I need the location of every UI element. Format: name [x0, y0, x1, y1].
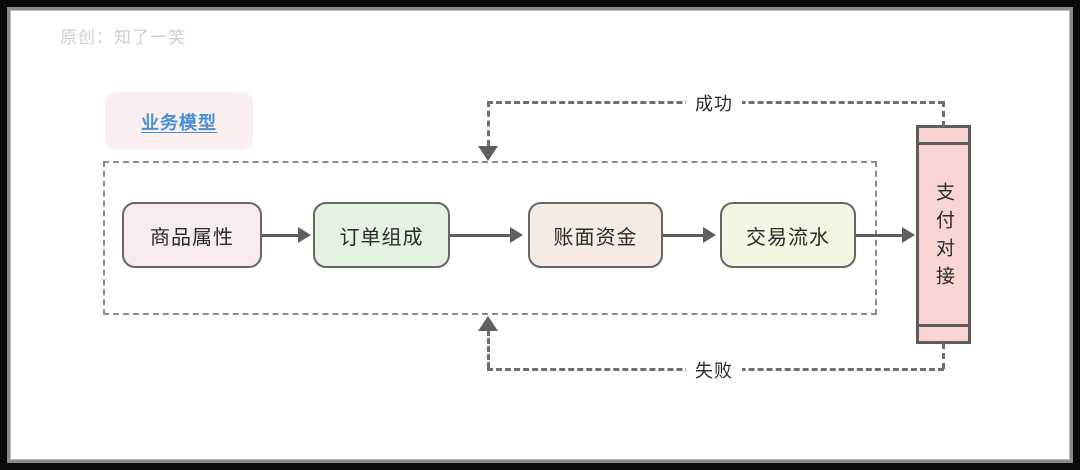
failure-path-right-segment	[942, 343, 945, 369]
payment-node-top-divider	[919, 142, 968, 145]
connector-1	[262, 234, 300, 237]
node-transaction-flow[interactable]: 交易流水	[720, 202, 856, 268]
success-edge-label: 成功	[686, 90, 742, 116]
connector-4	[856, 234, 904, 237]
node-order-composition-label: 订单组成	[339, 226, 424, 249]
node-payment-integration[interactable]: 支付对接	[916, 125, 971, 344]
failure-edge-label: 失败	[686, 357, 742, 383]
connector-2-arrowhead	[510, 227, 523, 243]
connector-3	[663, 234, 705, 237]
business-model-badge-label: 业务模型	[141, 113, 217, 133]
node-payment-integration-label: 支付对接	[933, 181, 954, 294]
node-product-attribute[interactable]: 商品属性	[122, 202, 262, 268]
success-path-right-segment	[942, 101, 945, 127]
business-model-badge[interactable]: 业务模型	[105, 92, 253, 150]
node-book-funds[interactable]: 账面资金	[528, 202, 663, 268]
connector-1-arrowhead	[298, 227, 311, 243]
failure-path-left-segment	[487, 330, 490, 368]
node-transaction-flow-label: 交易流水	[746, 226, 830, 249]
connector-3-arrowhead	[703, 227, 716, 243]
connector-4-arrowhead	[902, 227, 915, 243]
node-order-composition[interactable]: 订单组成	[313, 202, 450, 268]
payment-node-bottom-divider	[919, 324, 968, 327]
watermark-text: 原创：知了一笑	[60, 28, 186, 47]
node-product-attribute-label: 商品属性	[150, 226, 234, 249]
failure-path-arrowhead	[478, 316, 498, 331]
business-model-group-container	[103, 161, 877, 315]
success-path-arrowhead	[478, 146, 498, 161]
success-path-left-segment	[487, 101, 490, 146]
connector-2	[450, 234, 512, 237]
node-book-funds-label: 账面资金	[553, 226, 638, 249]
